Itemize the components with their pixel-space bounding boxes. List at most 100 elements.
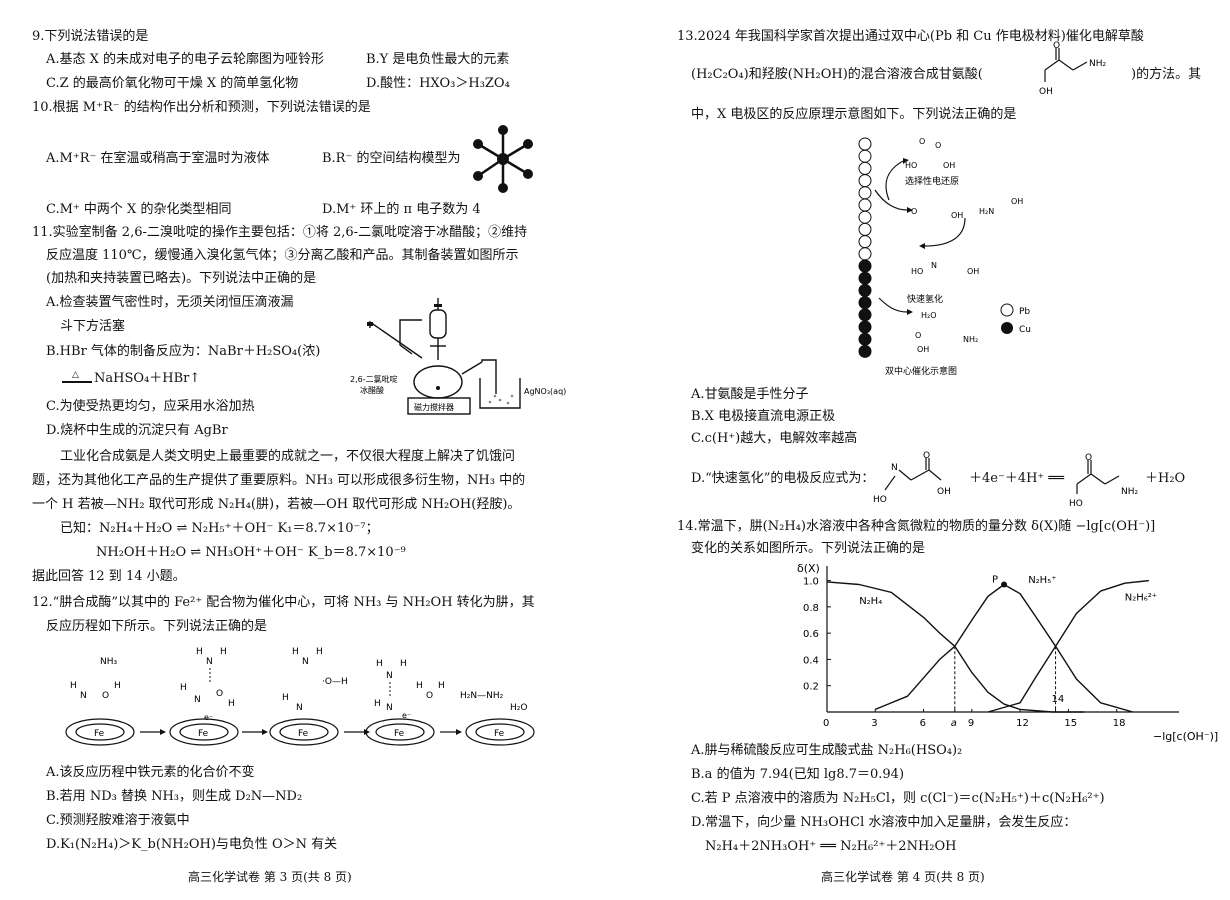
q11-option-c: C.为使受热更均匀，应采用水浴加热 [46,399,255,414]
hydrazine-product: H₂N—NH₂ [460,691,504,701]
q14-option-b: B.a 的值为 7.94(已知 lg8.7＝0.94) [691,767,905,782]
q11-option-b-1: B.HBr 气体的制备反应为：NaBr＋H₂SO₄(浓) [46,344,321,359]
fe-label-2: Fe [198,729,209,739]
footer-page-3: 高三化学试卷 第 3 页(共 8 页) [188,870,352,884]
svg-text:O: O [915,331,921,340]
cu-bead [858,344,872,358]
fe-label-4: Fe [394,729,405,739]
passage-note: 据此回答 12 到 14 小题。 [32,569,186,584]
q13-stem-1: 13.2024 年我国科学家首次提出通过双中心(Pb 和 Cu 作电极材料)催化… [677,29,1144,44]
page-4: 13.2024 年我国科学家首次提出通过双中心(Pb 和 Cu 作电极材料)催化… [615,0,1230,900]
svg-text:H: H [416,681,423,691]
x-tick-label: 14 [1052,694,1065,705]
point-label: P [992,575,998,586]
q14-option-d-equation: N₂H₄＋2NH₃OH⁺ ══ N₂H₆²⁺＋2NH₂OH [705,839,957,854]
pb-bead [858,161,872,175]
svg-text:HO: HO [911,267,923,276]
svg-text:H₂O: H₂O [921,311,937,320]
q12-stem-1: 12.“肼合成酶”以其中的 Fe²⁺ 配合物为催化中心，可将 NH₃ 与 NH₂… [32,595,535,610]
q11-equals-bar [62,381,92,383]
svg-text:H: H [196,647,203,657]
x-tick-label: 3 [871,718,877,729]
glycine-structure: O OH NH₂ [1039,41,1107,97]
water-product: H₂O [510,703,527,713]
pb-bead [858,235,872,249]
svg-text:N: N [386,671,393,681]
electrode-beads [858,137,872,358]
svg-text:NH₂: NH₂ [1089,59,1107,69]
fe-label-5: Fe [494,729,505,739]
q10-option-a: A.M⁺R⁻ 在室温或稍高于室温时为液体 [46,151,270,166]
svg-text:O: O [426,691,433,701]
svg-text:O: O [935,141,941,150]
q9-option-b: B.Y 是电负性最大的元素 [366,52,510,67]
x-tick-label: 6 [920,718,926,729]
svg-text:OH: OH [967,267,979,276]
series-label: N₂H₅⁺ [1028,575,1056,586]
svg-text:e⁻: e⁻ [402,711,411,720]
chart-guides [954,646,1057,712]
pb-bead [858,174,872,188]
nh3-label: NH₃ [100,657,118,667]
flask-label-2: 冰醋酸 [360,385,384,395]
svg-text:N: N [206,657,213,667]
svg-text:N: N [931,261,937,270]
svg-text:O: O [911,207,917,216]
series-label: N₂H₄ [859,596,882,607]
pb-bead [858,198,872,212]
porphyrin-2 [169,718,239,746]
pb-bead [858,222,872,236]
q11-option-d: D.烧杯中生成的沉淀只有 AgBr [46,423,228,438]
svg-text:H: H [70,681,77,691]
q10-option-b: B.R⁻ 的空间结构模型为 [322,151,461,166]
cu-legend-label: Cu [1019,325,1031,335]
q13-stem-2a: (H₂C₂O₄)和羟胺(NH₂OH)的混合溶液合成甘氨酸( [691,67,983,82]
q14-option-d: D.常温下，向少量 NH₃OHCl 水溶液中加入足量肼，会发生反应： [691,815,1077,830]
q14-stem-2: 变化的关系如图所示。下列说法正确的是 [691,541,926,556]
svg-text:OH: OH [937,487,951,497]
page-3: 9.下列说法错误的是 A.基态 X 的未成对电子的电子云轮廓图为哑铃形 B.Y … [32,29,566,884]
pb-bead [858,247,872,261]
svg-text:NH₂: NH₂ [963,335,978,344]
cu-bead [858,320,872,334]
cu-bead [858,283,872,297]
q12-option-b: B.若用 ND₃ 替换 NH₃，则生成 D₂N—ND₂ [46,789,303,804]
passage-line-1: 工业化合成氨是人类文明史上最重要的成就之一，不仅很大程度上解决了饥饿问 [60,449,516,464]
q12-option-a: A.该反应历程中铁元素的化合价不变 [46,765,255,780]
q11-stem-line-2: 反应温度 110℃，缓慢通入溴化氢气体；③分离乙酸和产品。其制备装置如图所示 [46,248,519,263]
svg-text:OH: OH [1039,87,1053,97]
point-p [1001,581,1008,588]
q12-option-c: C.预测羟胺难溶于液氨中 [46,813,190,828]
x-tick-label: 9 [968,718,974,729]
q11-stem-line-1: 11.实验室制备 2,6-二溴吡啶的操作主要包括：①将 2,6-二氯吡啶溶于冰醋… [32,225,528,240]
svg-text:H: H [400,659,407,669]
q10-stem: 10.根据 M⁺R⁻ 的结构作出分析和预测，下列说法错误的是 [32,100,371,115]
svg-text:HO: HO [905,161,917,170]
passage-eq-2: NH₂OH＋H₂O ⇌ NH₃OH⁺＋OH⁻ K_b＝8.7×10⁻⁹ [96,545,406,560]
q14-option-a: A.肼与稀硫酸反应可生成酸式盐 N₂H₆(HSO₄)₂ [691,743,963,758]
diagram-title: 双中心催化示意图 [885,365,957,377]
q14-stem-1: 14.常温下，肼(N₂H₄)水溶液中各种含氮微粒的物质的量分数 δ(X)随 −l… [677,519,1156,534]
svg-text:H: H [114,681,121,691]
svg-text:N: N [386,703,393,713]
q11-option-b-2: NaHSO₄＋HBr↑ [94,371,201,386]
q9-option-d: D.酸性：HXO₃＞H₃ZO₄ [366,76,510,91]
passage-line-2: 题，还为其他化工产品的生产提供了重要原料。NH₃ 可以形成很多衍生物，NH₃ 中… [32,473,526,488]
svg-text:H: H [292,647,299,657]
passage-eq-1: 已知：N₂H₄＋H₂O ⇌ N₂H₅⁺＋OH⁻ K₁＝8.7×10⁻⁷； [60,521,379,536]
oxime-structure: N HO O OH [873,451,951,505]
q9-option-a: A.基态 X 的未成对电子的电子云轮廓图为哑铃形 [46,52,325,67]
beaker-label: AgNO₃(aq) [524,387,566,396]
svg-text:N: N [80,691,87,701]
svg-text:H: H [180,683,187,693]
svg-text:H: H [438,681,445,691]
svg-text:O: O [923,451,930,461]
series-line [875,583,1133,713]
q11-heat-symbol: △ [72,370,79,380]
series-line [987,579,1149,713]
y-tick-label: 0.6 [803,629,819,640]
y-tick-label: 0.2 [803,682,819,693]
hydroxyl-radical: ·O—H [322,677,348,687]
